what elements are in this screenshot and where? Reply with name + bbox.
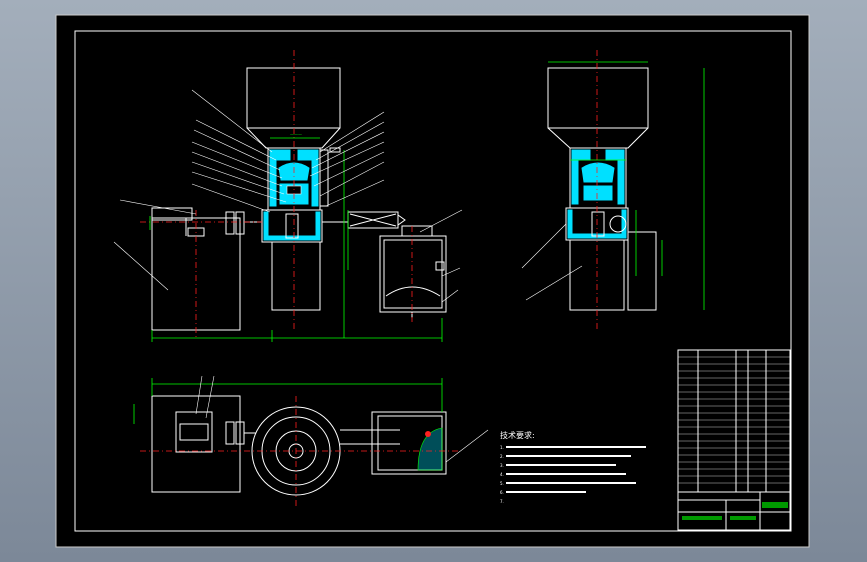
technical-requirements: 技术要求: 1. 2. 3. 4. 5. 6. 7. (500, 430, 646, 504)
housing-section-right (297, 149, 319, 207)
stand (271, 241, 321, 311)
inner-frame (74, 30, 792, 532)
tech-title: 技术要求: (500, 430, 535, 440)
tech-note-number: 5. (500, 481, 504, 486)
top-collection-box (371, 411, 447, 475)
title-block (677, 491, 791, 531)
tech-note-number: 4. (500, 472, 504, 477)
tech-note-number: 3. (500, 463, 504, 468)
tech-note-number: 1. (500, 445, 504, 450)
svg-text:———: ——— (290, 132, 302, 137)
coupling (225, 211, 235, 235)
outer-frame (55, 14, 810, 548)
tech-note-number: 7. (500, 499, 504, 504)
top-view (133, 375, 489, 506)
tech-note-number: 6. (500, 490, 504, 495)
front-leaders (113, 89, 463, 303)
side-view (521, 50, 705, 330)
side-motor (627, 231, 657, 311)
front-view: ——— (113, 50, 463, 342)
tech-note-number: 2. (500, 454, 504, 459)
